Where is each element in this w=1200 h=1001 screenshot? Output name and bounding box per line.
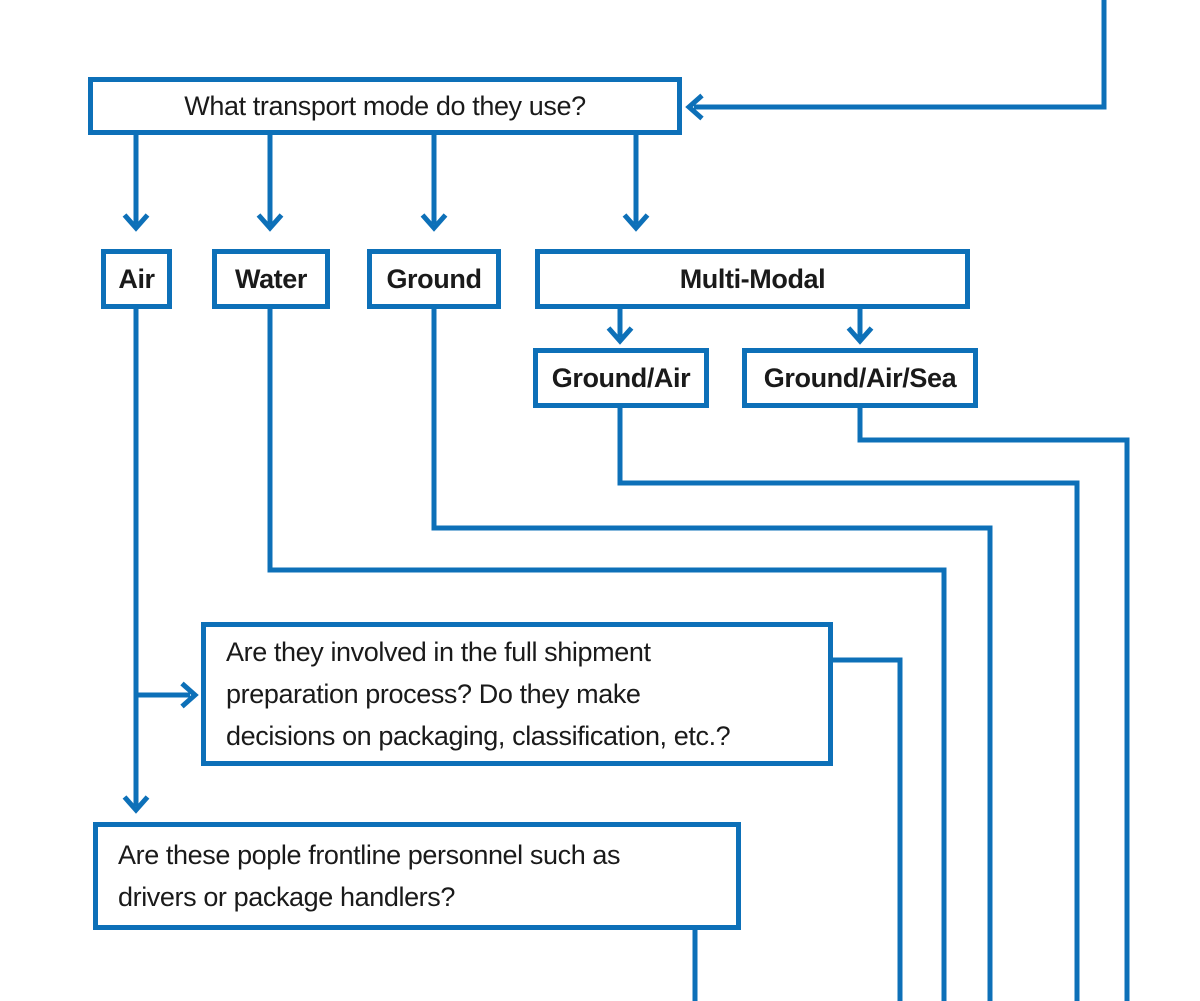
node-air: Air bbox=[101, 249, 172, 309]
node-question-shipment: Are they involved in the full shipment p… bbox=[201, 622, 833, 766]
node-water: Water bbox=[212, 249, 330, 309]
connector-ground-down bbox=[431, 305, 993, 1001]
node-ground-air-sea: Ground/Air/Sea bbox=[742, 348, 978, 408]
connector-groundairsea-down bbox=[857, 402, 1130, 1001]
node-ground-air: Ground/Air bbox=[533, 348, 709, 408]
node-ground: Ground bbox=[367, 249, 501, 309]
connector-multimodal-to-groundairsea-arrow bbox=[846, 305, 874, 345]
connector-question-to-water-arrow bbox=[256, 130, 284, 232]
connector-shipment-out bbox=[828, 657, 903, 1001]
node-question-frontline-label: Are these pople frontline personnel such… bbox=[118, 840, 621, 912]
connector-entry-arrow bbox=[685, 0, 1107, 121]
node-question-transport-label: What transport mode do they use? bbox=[184, 90, 586, 121]
connector-groundair-down bbox=[617, 402, 1080, 1001]
node-question-frontline: Are these pople frontline personnel such… bbox=[93, 822, 741, 930]
connector-question-to-ground-arrow bbox=[420, 130, 448, 232]
node-air-label: Air bbox=[118, 263, 155, 294]
node-ground-label: Ground bbox=[386, 263, 482, 294]
connector-air-down-arrow bbox=[122, 305, 150, 814]
node-question-transport: What transport mode do they use? bbox=[88, 77, 682, 135]
node-ground-air-sea-label: Ground/Air/Sea bbox=[763, 362, 957, 393]
node-ground-air-label: Ground/Air bbox=[551, 362, 691, 393]
connector-water-down bbox=[267, 305, 947, 1001]
node-question-shipment-label: Are they involved in the full shipment p… bbox=[226, 637, 731, 751]
connector-question-to-air-arrow bbox=[122, 130, 150, 232]
node-water-label: Water bbox=[234, 263, 307, 294]
connector-air-branch-arrow bbox=[136, 681, 199, 709]
connector-question-to-multimodal-arrow bbox=[622, 130, 650, 232]
node-multi-modal-label: Multi-Modal bbox=[679, 263, 826, 294]
node-multi-modal: Multi-Modal bbox=[535, 249, 970, 309]
connector-multimodal-to-groundair-arrow bbox=[606, 305, 634, 345]
